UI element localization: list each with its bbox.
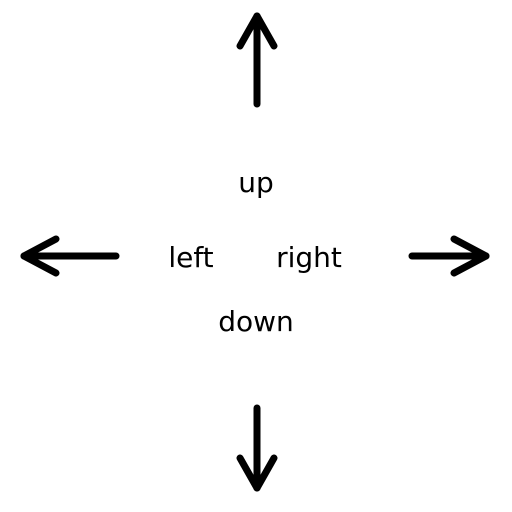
arrow-down-icon[interactable] [227, 400, 287, 500]
arrow-left-icon[interactable] [12, 226, 124, 286]
label-left[interactable]: left [168, 241, 214, 274]
label-right[interactable]: right [276, 241, 342, 274]
arrow-up-icon[interactable] [227, 0, 287, 112]
label-down[interactable]: down [218, 305, 294, 338]
arrow-right-icon[interactable] [404, 226, 496, 286]
label-up[interactable]: up [238, 166, 274, 199]
